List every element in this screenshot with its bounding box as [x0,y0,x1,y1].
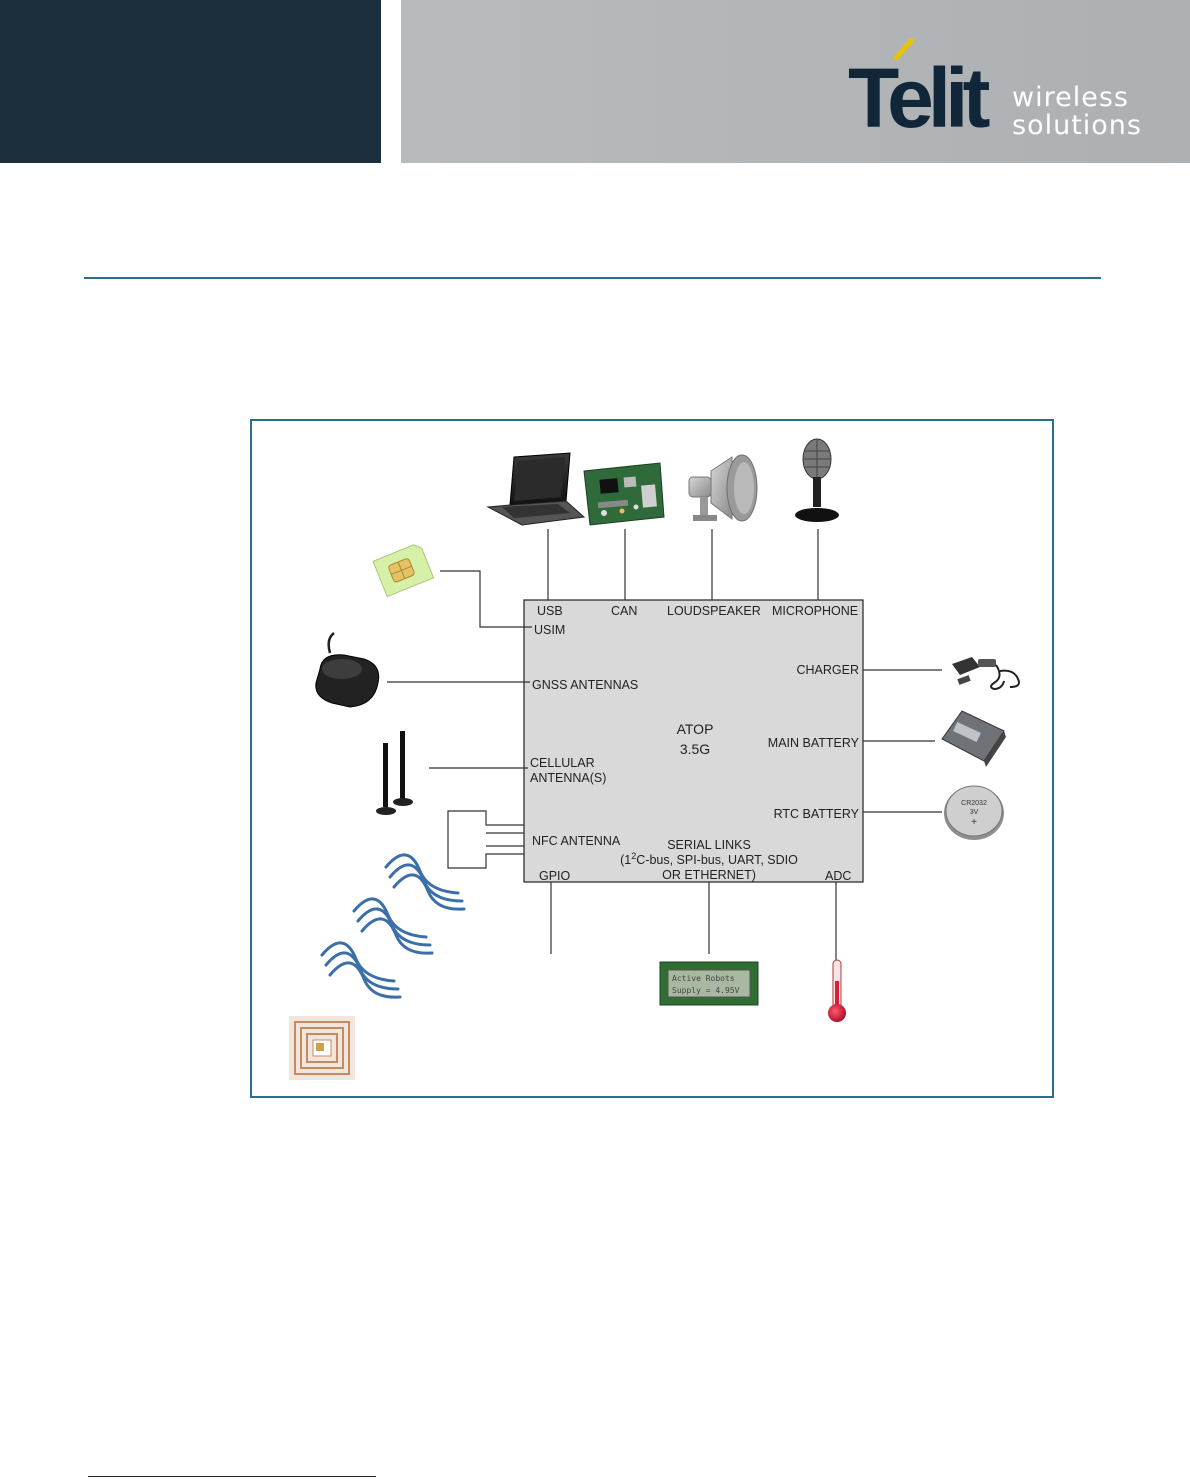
cellular-antenna-icon [376,731,413,815]
label-cellular-1: CELLULAR [530,756,595,770]
sim-card-icon [373,543,434,597]
horn-speaker-icon [689,455,757,521]
logo-tagline-line1: wireless [1012,84,1142,112]
label-cellular-2: ANTENNA(S) [530,771,606,785]
coin-cell-plus: + [971,817,977,828]
laptop-icon [488,453,584,525]
label-charger: CHARGER [796,663,859,677]
gnss-antenna-icon [316,633,379,707]
footnote-rule [88,1476,376,1477]
atop-block-diagram: ATOP 3.5G USB CAN LOUDSPEAKER MICROPHONE… [250,419,1054,1098]
thermometer-icon [828,960,846,1022]
coin-cell-text-1: CR2032 [961,800,987,807]
module-name: ATOP [677,721,714,737]
label-serial-3: OR ETHERNET) [662,868,756,882]
header-dark-band [0,0,381,163]
label-main-battery: MAIN BATTERY [768,736,860,750]
label-nfc: NFC ANTENNA [532,834,621,848]
label-adc: ADC [825,869,851,883]
coin-cell-icon: CR2032 3V + [944,786,1004,840]
label-usb: USB [537,604,563,618]
label-usim: USIM [534,623,565,637]
section-divider [84,277,1101,279]
logo-brand-text: Telit [848,56,984,140]
lcd-display-icon: Active Robots Supply = 4.95V [660,962,758,1005]
rfid-tag-icon [289,1016,355,1080]
label-serial-2-pre: (1 [620,853,631,867]
battery-icon [942,711,1006,767]
logo-tagline-line2: solutions [1012,112,1142,140]
telit-logo: Telit wireless solutions [848,38,1168,143]
label-loudspeaker: LOUDSPEAKER [667,604,761,618]
label-gpio: GPIO [539,869,571,883]
car-charger-icon [952,657,1019,689]
diagram-canvas: ATOP 3.5G USB CAN LOUDSPEAKER MICROPHONE… [252,421,1056,1100]
coin-cell-text-2: 3V [970,809,979,816]
label-serial-2-post: C-bus, SPI-bus, UART, SDIO [636,853,798,867]
label-microphone: MICROPHONE [772,604,858,618]
circuit-board-icon [584,463,664,525]
label-can: CAN [611,604,637,618]
nfc-waves-icon [322,855,464,997]
logo-tagline: wireless solutions [1012,84,1142,140]
label-serial-1: SERIAL LINKS [667,838,751,852]
lcd-text-2: Supply = 4.95V [672,986,740,995]
lcd-text-1: Active Robots [672,974,735,983]
microphone-icon [795,439,839,522]
label-serial-2: (12C-bus, SPI-bus, UART, SDIO [620,851,798,867]
label-rtc-battery: RTC BATTERY [774,807,860,821]
module-version: 3.5G [680,741,710,757]
label-gnss: GNSS ANTENNAS [532,678,638,692]
